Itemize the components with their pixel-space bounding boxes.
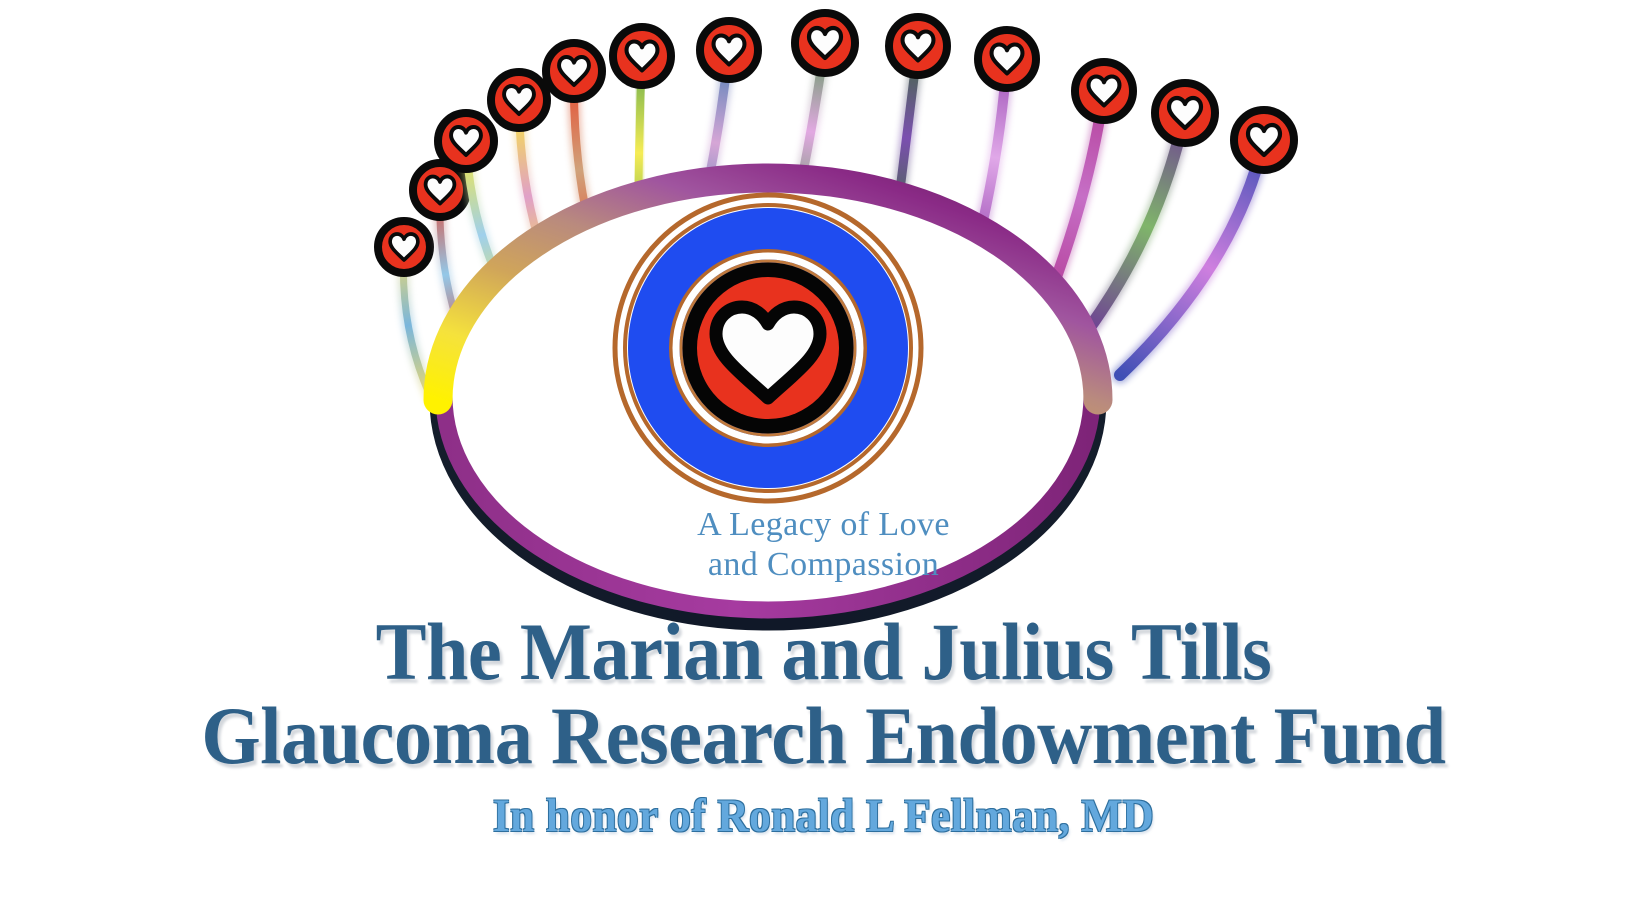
eyelash-8 xyxy=(786,9,859,227)
heart-icon xyxy=(1166,95,1204,131)
heart-icon xyxy=(423,174,457,206)
heart-icon xyxy=(449,125,483,157)
page-title-line-2: Glaucoma Research Endowment Fund xyxy=(201,690,1446,782)
heart-icon xyxy=(1086,74,1122,108)
eyelash-1 xyxy=(374,217,438,406)
eyelash-13 xyxy=(1111,106,1298,384)
heart-icon xyxy=(711,33,747,67)
lower-lid-outer xyxy=(429,391,1107,631)
heart-icon xyxy=(624,39,660,73)
heart-icon xyxy=(989,42,1025,76)
pupil-ring xyxy=(682,262,854,434)
iris-inner-ring-copper-1 xyxy=(669,249,867,447)
iris-outer-ring-white xyxy=(618,198,918,498)
central-heart-icon xyxy=(709,300,827,405)
eyelash-stem-glow xyxy=(1079,104,1194,339)
iris-assembly xyxy=(612,192,924,504)
iris-inner-ring-copper-2 xyxy=(679,259,857,437)
upper-lid xyxy=(423,163,1113,415)
heart-icon xyxy=(388,232,420,262)
heart-icon xyxy=(806,25,844,61)
heart-icon xyxy=(900,29,936,63)
lower-lid-inner xyxy=(435,387,1101,619)
heart-icon xyxy=(557,55,591,87)
heart-icon xyxy=(1245,122,1283,158)
eyelash-12 xyxy=(1079,79,1219,339)
iris-outer-ring-copper-1 xyxy=(612,192,924,504)
title-block: The Marian and Julius Tills Glaucoma Res… xyxy=(0,606,1647,843)
heart-icon xyxy=(502,84,536,116)
page-title-line-1: The Marian and Julius Tills xyxy=(375,606,1272,697)
page-subtitle: In honor of Ronald L Fellman, MD xyxy=(492,789,1155,842)
iris-outer-ring-copper-2 xyxy=(623,203,913,493)
iris-inner-ring-white xyxy=(672,252,864,444)
